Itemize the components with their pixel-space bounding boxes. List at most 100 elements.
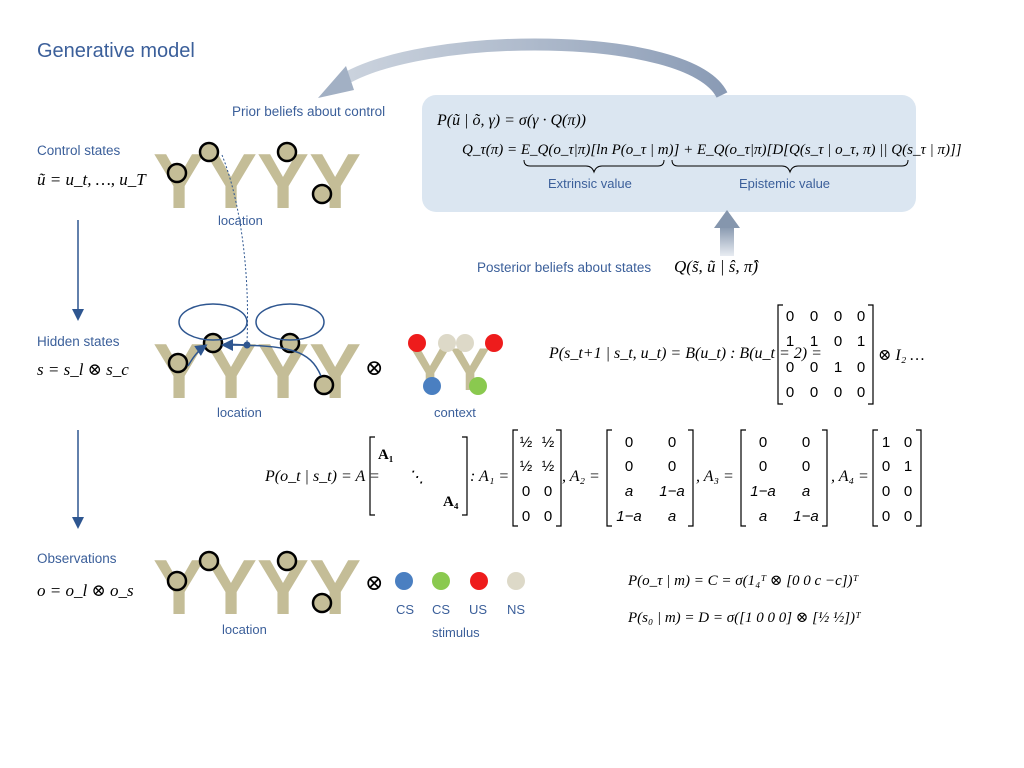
matrix-a4-cell: 1 [904,458,912,475]
matrix-a4-cell: 0 [882,458,890,475]
preference-c-equation: P(o_τ | m) = C = σ(1₄ᵀ ⊗ [0 0 c −c])ᵀ [628,573,859,589]
legend-dot-us [470,572,488,590]
matrix-a3-cell: 1−a [750,483,775,500]
hidden-node-2 [202,332,224,354]
matrix-b-cell: 0 [786,384,794,401]
matrix-a3-cells: 0 0 0 0 1−a a a 1−a [750,434,818,525]
prior-update-arrow [336,38,728,99]
svg-text:YYYY: YYYY [153,543,361,631]
posterior-up-arrow-shaft [720,226,734,256]
matrix-a1-cell: ½ [542,458,555,475]
transition-kron-identity: ⊗ I₂ … [878,347,925,364]
control-hidden-dotted-link [221,154,249,343]
kron-symbol-hidden: ⊗ [365,355,384,380]
context-dot-red-right [485,334,503,352]
matrix-b-cell: 1 [834,359,842,376]
prior-beliefs-label: Prior beliefs about control [232,104,386,119]
hidden-states-label: Hidden states [37,334,120,349]
obs-maze: YYYY [153,543,361,631]
matrix-b-cell: 0 [857,384,865,401]
block-a4: A₄ [443,494,459,510]
policy-panel [422,95,916,212]
a4-label: , A₄ = [831,468,869,485]
context-maze: YY [410,336,490,403]
context-dot-red-left [408,334,426,352]
matrix-b-cell: 1 [857,333,865,350]
svg-text:YYYY: YYYY [153,137,361,225]
legend-label-cs-blue: CS [396,602,415,617]
matrix-a4-cell: 0 [882,483,890,500]
matrix-a2-cell: 0 [668,434,676,451]
obs-node-4 [311,592,333,614]
block-a1: A₁ [378,447,394,463]
matrix-a2-right-bracket [688,429,694,527]
policy-posterior-equation: P(ũ | õ, γ) = σ(γ · Q(π)) [437,112,587,129]
legend-label-ns: NS [507,602,526,617]
matrix-a3-right-bracket [822,429,828,527]
matrix-b-cell: 0 [834,384,842,401]
matrix-a2-left-bracket [606,429,612,527]
legend-label-us: US [469,602,488,617]
a1-label: : A₁ = [470,468,510,485]
matrix-b-cell: 0 [834,308,842,325]
svg-text:YY: YY [410,336,490,403]
hidden-node-3 [279,332,301,354]
a3-label: , A₃ = [696,468,734,485]
matrix-a1-right-bracket [556,429,562,527]
matrix-a2-cell: 1−a [659,483,684,500]
observations-label: Observations [37,551,117,566]
matrix-a3-cell: 0 [759,434,767,451]
posterior-beliefs-label: Posterior beliefs about states [477,260,652,275]
hidden-context-label: context [434,405,476,420]
matrix-b-cell: 0 [857,359,865,376]
matrix-a1-cell: 0 [544,483,552,500]
matrix-a3-left-bracket [740,429,746,527]
matrix-b-cell: 0 [834,333,842,350]
obs-node-3 [276,550,298,572]
posterior-up-arrow-head [714,210,740,228]
control-node-2 [198,141,220,163]
legend-dot-cs-blue [395,572,413,590]
kron-symbol-obs: ⊗ [365,570,384,595]
transition-equation: P(s_t+1 | s_t, u_t) = B(u_t) : B(u_t = 2… [549,345,822,362]
matrix-a3-cell: 1−a [793,508,818,525]
control-node-3 [276,141,298,163]
matrix-a2-cell: a [625,483,633,500]
expected-free-energy-equation: Q_τ(π) = E_Q(o_τ|π)[ln P(o_τ | m)] + E_Q… [462,142,962,158]
matrix-a3-cell: a [802,483,810,500]
matrix-a1-cell: 0 [522,508,530,525]
hidden-node-1 [167,352,189,374]
matrix-a3-cell: a [759,508,767,525]
hidden-location-label: location [217,405,262,420]
prior-update-arrowhead [318,66,354,98]
obs-stimulus-label: stimulus [432,625,480,640]
epistemic-value-label: Epistemic value [739,176,831,191]
control-states-label: Control states [37,143,121,158]
matrix-a4-cell: 0 [882,508,890,525]
context-dot-ns-1 [438,334,456,352]
svg-text:YYYY: YYYY [153,327,361,415]
matrix-a1-cell: ½ [520,458,533,475]
matrix-a1-cell: 0 [522,483,530,500]
matrix-b-right-bracket [868,304,874,405]
obs-node-2 [198,550,220,572]
hidden-maze: YYYY [153,327,361,415]
matrix-b-cell: 0 [786,308,794,325]
matrix-a3-cell: 0 [802,434,810,451]
obs-node-1 [166,570,188,592]
matrix-a3-cell: 0 [759,458,767,475]
matrix-a2-cell: 0 [668,458,676,475]
obs-location-label: location [222,622,267,637]
matrix-b-cell: 0 [857,308,865,325]
transition-hub [243,341,251,349]
transition-arrow-from-left [187,344,208,367]
control-states-formula: ũ = u_t, …, u_T [37,170,146,189]
matrix-a3-cell: 0 [802,458,810,475]
control-maze: YYYY [153,137,361,225]
context-dot-blue [423,377,441,395]
transition-arrow-from-right [221,339,322,377]
matrix-a4-left-bracket [872,429,878,527]
control-location-label: location [218,213,263,228]
